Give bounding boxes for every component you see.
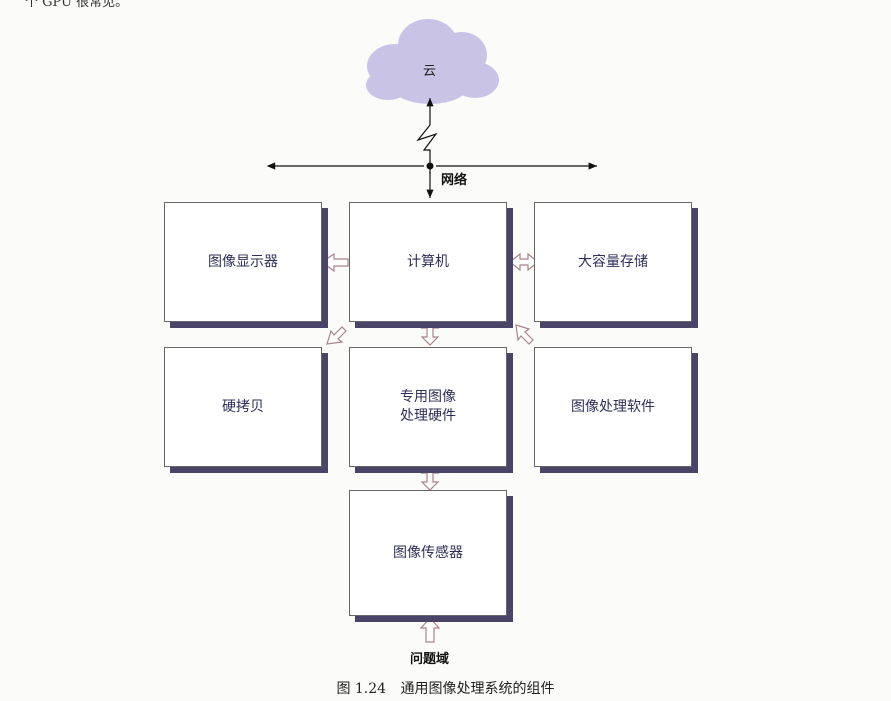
software-arrow: [515, 324, 534, 345]
figure-number: 图 1.24: [336, 681, 387, 697]
box-mass-storage: 大容量存储: [534, 202, 692, 322]
box-image-sensors: 图像传感器: [349, 490, 507, 616]
box-hw-line1: 专用图像: [400, 389, 456, 405]
display-arrow: [320, 252, 349, 273]
box-image-sensors-label: 图像传感器: [393, 544, 463, 561]
cloud-shape: [366, 19, 499, 104]
box-specialized-hardware: 专用图像 处理硬件: [349, 347, 507, 467]
figure-caption: 图 1.24 通用图像处理系统的组件: [0, 678, 891, 698]
network-node: [426, 162, 434, 170]
figure-caption-text: 通用图像处理系统的组件: [400, 681, 555, 697]
hw-arrow: [420, 319, 440, 346]
preceding-text-fragment: 个 GPU 很常见。: [25, 0, 129, 10]
cloud-label: 云: [423, 64, 437, 79]
problem-domain-label: 问题域: [410, 652, 450, 667]
box-image-display-label: 图像显示器: [208, 253, 278, 270]
box-hardcopy: 硬拷贝: [164, 347, 322, 467]
box-mass-storage-label: 大容量存储: [578, 253, 648, 270]
box-hw-line2: 处理硬件: [400, 408, 456, 424]
network-label: 网络: [441, 173, 468, 188]
box-computer-label: 计算机: [407, 253, 449, 270]
box-image-display: 图像显示器: [164, 202, 322, 322]
box-image-software: 图像处理软件: [534, 347, 692, 467]
problem-domain-arrow: [419, 617, 441, 643]
box-computer: 计算机: [349, 202, 507, 322]
sensor-arrow: [420, 464, 440, 491]
box-image-software-label: 图像处理软件: [571, 398, 655, 415]
box-hardcopy-label: 硬拷贝: [222, 398, 264, 415]
lightning-link: [416, 124, 438, 160]
hardcopy-arrow: [326, 326, 347, 345]
